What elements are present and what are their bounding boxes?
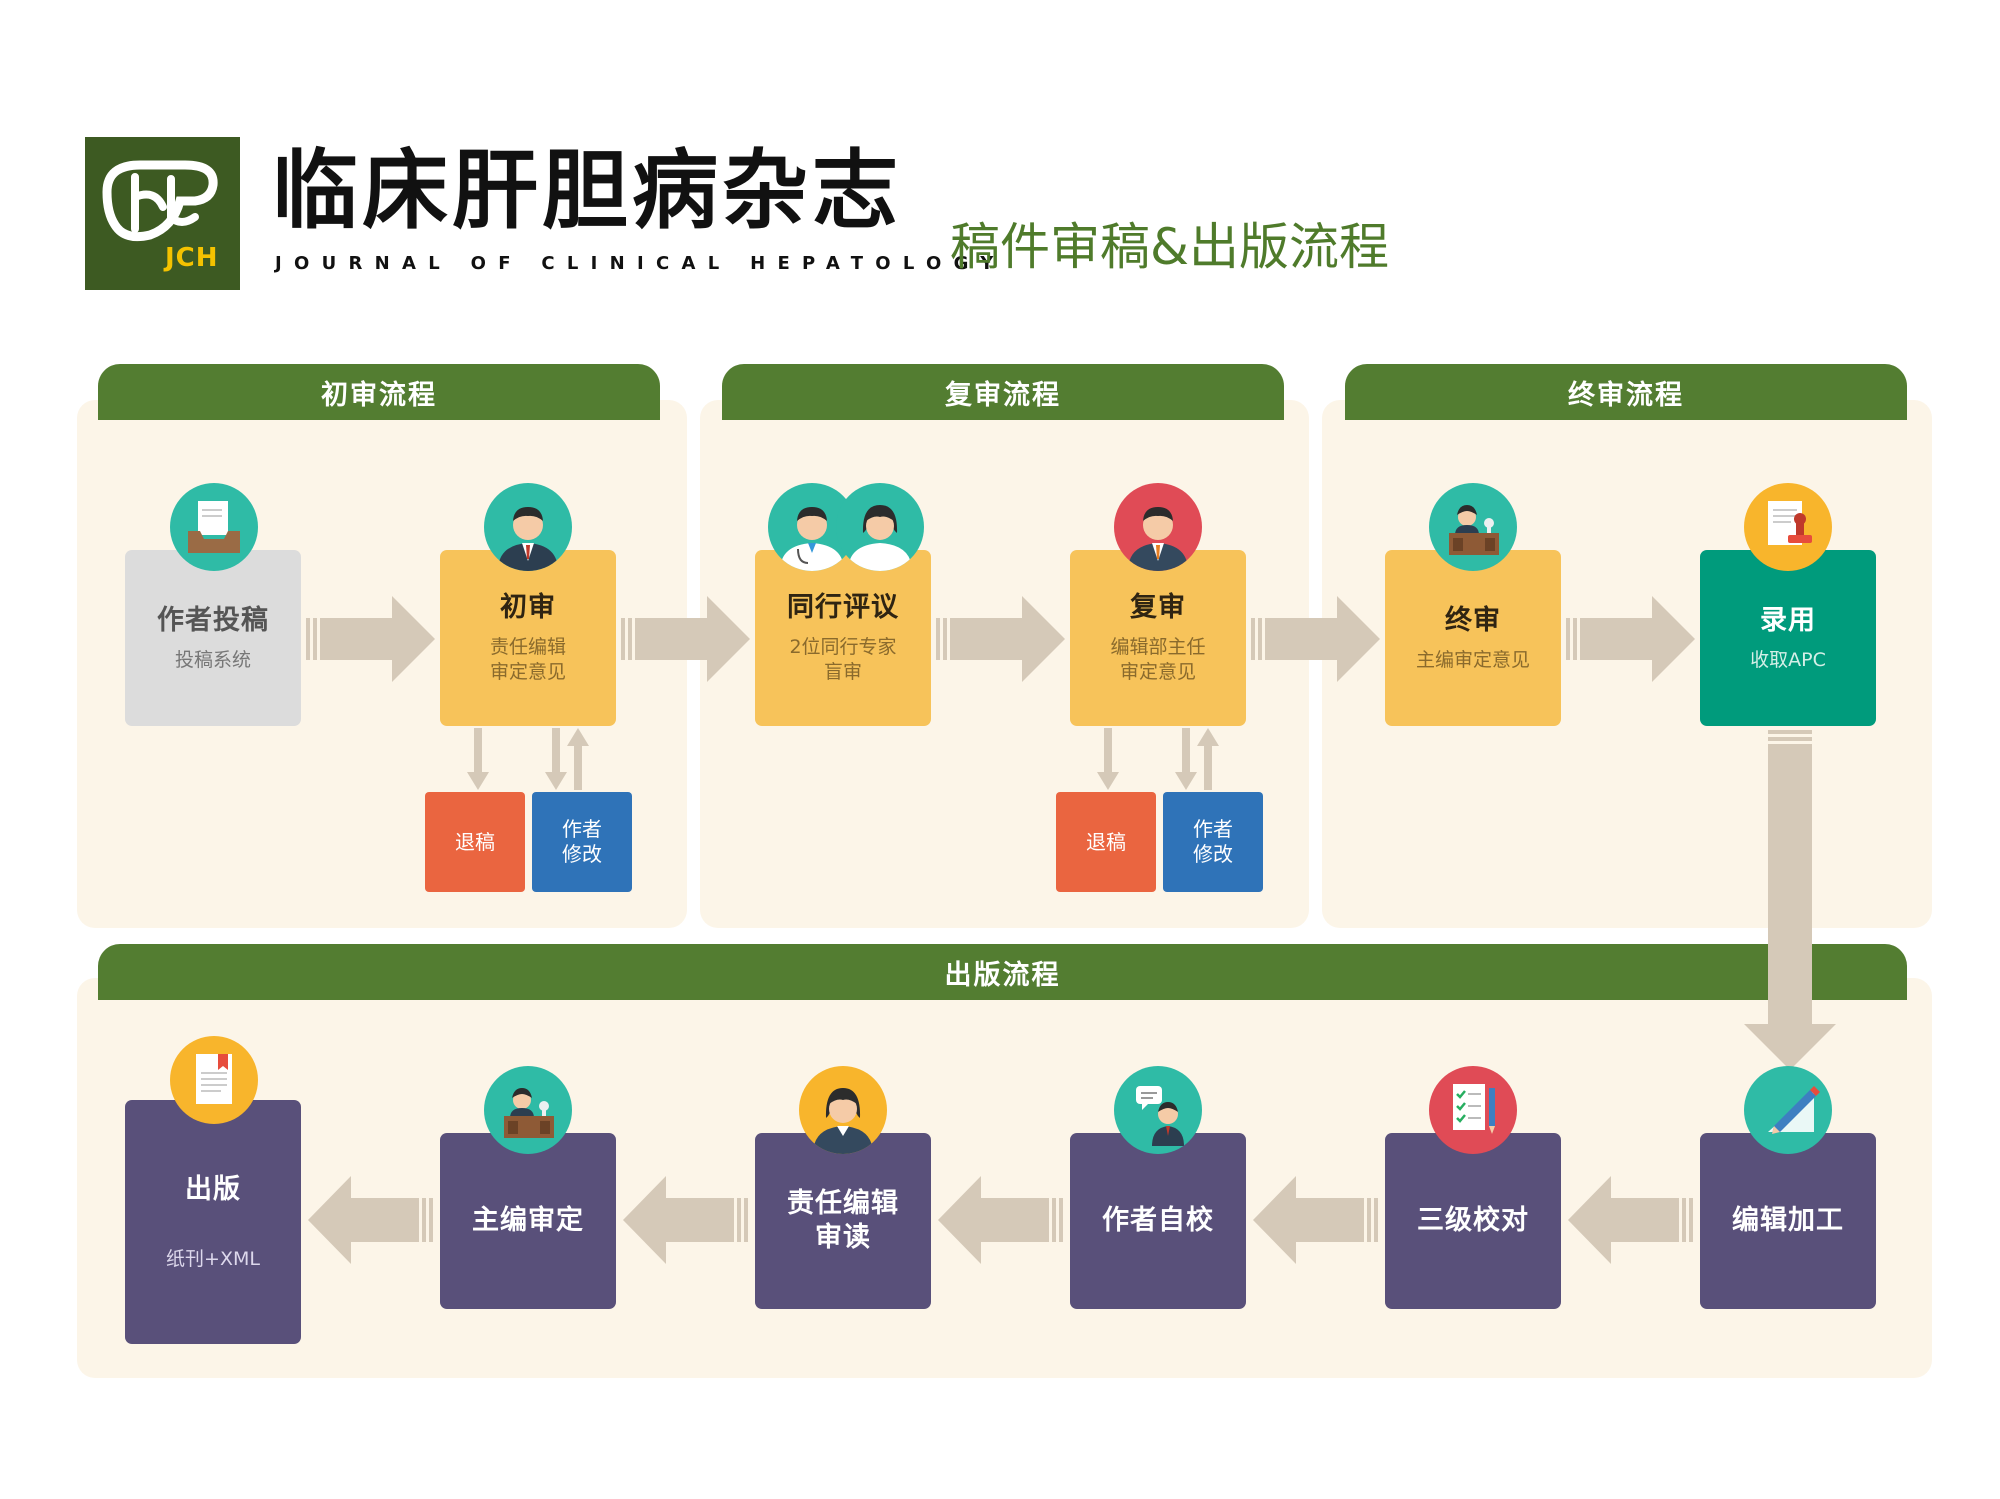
step-edit: 编辑加工 [1700,1133,1876,1309]
step-accept: 录用 收取APC [1700,550,1876,726]
chief-desk-icon [1429,483,1517,571]
step-publish-title: 出版 [185,1173,241,1205]
arrow-from-revise-2 [1197,728,1219,790]
arrow-to-revise-1 [545,728,567,790]
step-editor-read: 责任编辑审读 [755,1133,931,1309]
reject-box-second: 退稿 [1056,792,1156,892]
step-final-review-title: 终审 [1445,604,1501,636]
journal-logo: JCH [85,137,240,290]
step-submit: 作者投稿 投稿系统 [125,550,301,726]
checklist-icon [1429,1066,1517,1154]
chief-approve-desk-icon [484,1066,572,1154]
step-chief-approve-title: 主编审定 [472,1205,584,1237]
step-initial-review: 初审 责任编辑审定意见 [440,550,616,726]
liver-logo-icon [102,160,218,242]
step-proofread-title: 三级校对 [1417,1205,1529,1237]
arrow-right-4 [1251,596,1380,682]
tab-second-review: 复审流程 [722,364,1284,420]
arrow-left-5 [308,1176,433,1264]
edit-pencil-icon [1744,1066,1832,1154]
arrow-left-4 [623,1176,748,1264]
peer-reviewer-male-icon [768,483,856,571]
tab-initial-review: 初审流程 [98,364,660,420]
reject-box-initial: 退稿 [425,792,525,892]
document-title: 稿件审稿&出版流程 [950,218,1389,276]
step-submit-sub: 投稿系统 [174,648,251,671]
editor-female-icon [799,1066,887,1154]
step-peer-review-title: 同行评议 [787,592,899,624]
tab-publish: 出版流程 [98,944,1907,1000]
author-chat-icon [1114,1066,1202,1154]
arrow-right-5 [1566,596,1695,682]
director-person-icon [1114,483,1202,571]
step-second-review-title: 复审 [1130,592,1186,624]
arrow-left-2 [1253,1176,1378,1264]
step-initial-review-sub: 责任编辑审定意见 [489,636,566,683]
tab-final-review: 终审流程 [1345,364,1907,420]
revise-box-initial: 作者修改 [532,792,632,892]
step-author-check-title: 作者自校 [1102,1205,1214,1237]
step-peer-review-sub: 2位同行专家盲审 [789,636,897,683]
step-final-review: 终审 主编审定意见 [1385,550,1561,726]
magazine-subtitle: JOURNAL OF CLINICAL HEPATOLOGY [275,253,1006,274]
arrow-left-3 [938,1176,1063,1264]
step-second-review: 复审 编辑部主任审定意见 [1070,550,1246,726]
revise-box-second: 作者修改 [1163,792,1263,892]
editor-person-icon [484,483,572,571]
arrow-right-2 [621,596,750,682]
step-editor-read-title: 责任编辑审读 [787,1188,899,1253]
step-initial-review-title: 初审 [500,592,556,624]
arrow-from-revise-1 [567,728,589,790]
step-proofread: 三级校对 [1385,1133,1561,1309]
step-second-review-sub: 编辑部主任审定意见 [1110,636,1206,683]
journal-bookmark-icon [170,1036,258,1124]
arrow-right-3 [936,596,1065,682]
step-author-check: 作者自校 [1070,1133,1246,1309]
step-publish: 出版 纸刊+XML [125,1100,301,1344]
arrow-down-big [1744,730,1836,1070]
step-peer-review: 同行评议 2位同行专家盲审 [755,550,931,726]
step-publish-sub: 纸刊+XML [166,1247,260,1270]
step-final-review-sub: 主编审定意见 [1415,648,1530,671]
step-submit-title: 作者投稿 [157,604,269,636]
arrow-to-reject-1 [467,728,489,790]
step-accept-title: 录用 [1760,604,1816,636]
step-edit-title: 编辑加工 [1732,1205,1844,1237]
publish-panel [77,978,1932,1378]
arrow-left-1 [1568,1176,1693,1264]
step-chief-approve: 主编审定 [440,1133,616,1309]
arrow-to-revise-2 [1175,728,1197,790]
arrow-to-reject-2 [1097,728,1119,790]
peer-reviewer-female-icon [836,483,924,571]
arrow-right-1 [306,596,435,682]
magazine-title: 临床肝胆病杂志 [272,141,902,241]
inbox-icon [170,483,258,571]
logo-jch-text: JCH [165,243,219,273]
accept-stamp-icon [1744,483,1832,571]
step-accept-sub: 收取APC [1750,648,1826,671]
